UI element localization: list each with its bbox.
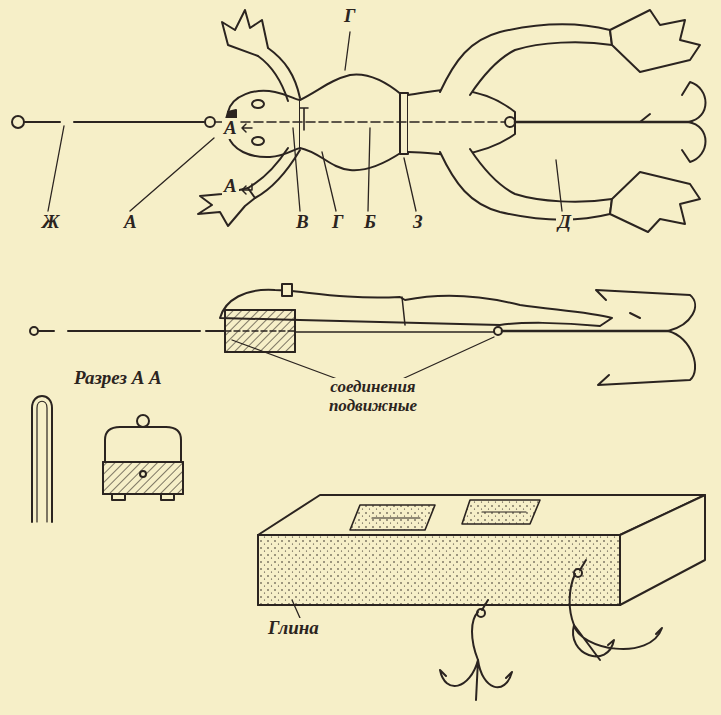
part-label: Б [362,212,378,233]
part-label: В [294,212,311,233]
part-label: Д [556,212,573,233]
part-label: Г [330,212,345,233]
part-label: соединения подвижные [296,378,450,415]
part-label: Г [342,6,357,27]
part-label: Разрез А А [72,368,164,389]
part-label: Ж [40,212,61,233]
part-label: А [222,176,239,197]
part-label: Глина [266,618,321,639]
part-label: А [222,118,239,139]
part-label: А [122,212,139,233]
part-label: З [411,212,425,233]
